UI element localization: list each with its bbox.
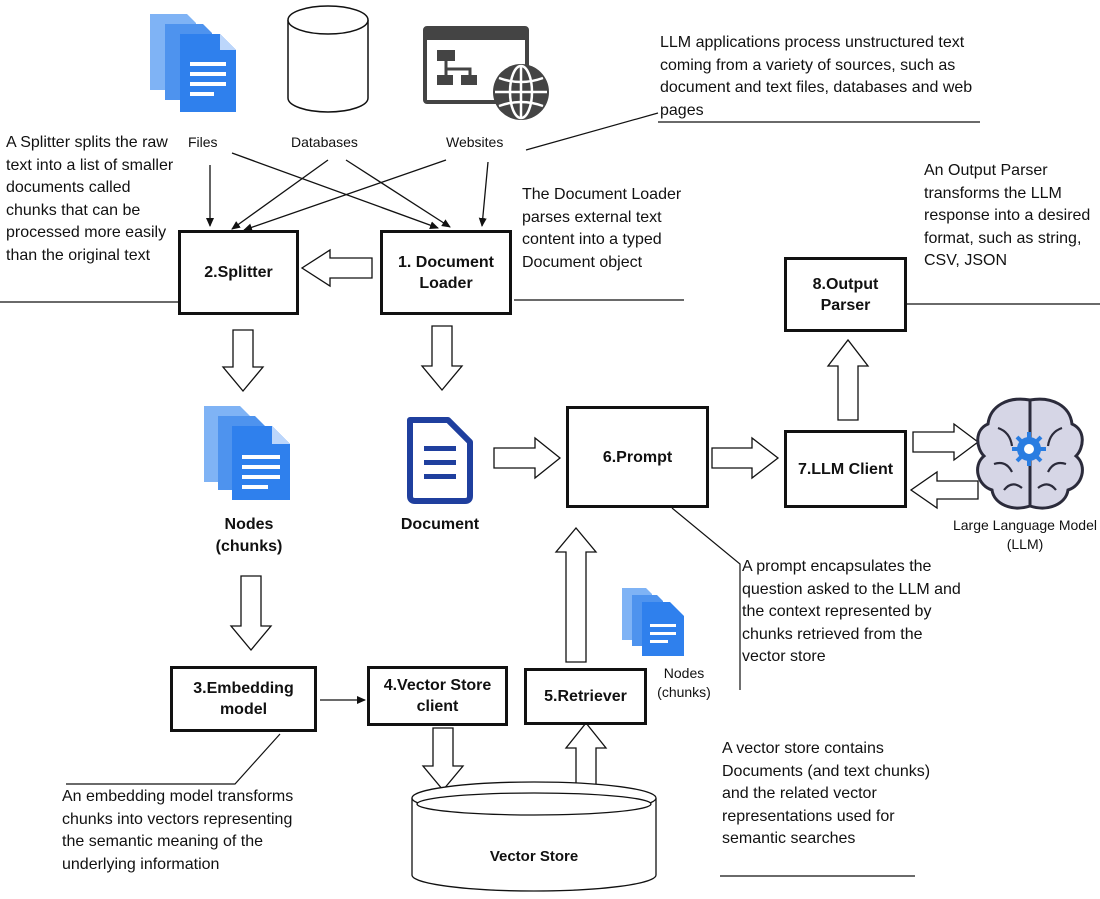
nodes-small-icon bbox=[622, 588, 684, 656]
prompt-box[interactable]: 6.Prompt bbox=[566, 406, 709, 508]
embedding-model-box[interactable]: 3.Embedding model bbox=[170, 666, 317, 732]
output-parser-box[interactable]: 8.Output Parser bbox=[784, 257, 907, 332]
output-parser-note: An Output Parser transforms the LLM resp… bbox=[924, 162, 1091, 269]
nodes-label: Nodes (chunks) bbox=[215, 516, 283, 555]
annotation-lines bbox=[0, 112, 1100, 877]
vector-store-note: A vector store contains Documents (and t… bbox=[722, 740, 931, 847]
loader-note: The Document Loader parses external text… bbox=[522, 186, 682, 271]
source-databases-label: Databases bbox=[291, 134, 358, 150]
document-loader-box[interactable]: 1. Document Loader bbox=[380, 230, 512, 315]
document-icon bbox=[407, 417, 473, 504]
brain-icon bbox=[976, 397, 1084, 510]
vector-store-client-box[interactable]: 4.Vector Store client bbox=[367, 666, 508, 726]
splitter-note: A Splitter splits the raw text into a li… bbox=[6, 134, 174, 264]
vector-store-cylinder bbox=[411, 781, 657, 892]
source-websites-label: Websites bbox=[446, 134, 504, 150]
vector-store-label: Vector Store bbox=[489, 848, 579, 865]
retriever-box[interactable]: 5.Retriever bbox=[524, 668, 647, 725]
llm-label: Large Language Model (LLM) bbox=[952, 517, 1097, 552]
prompt-note: A prompt encapsulates the question asked… bbox=[742, 558, 961, 665]
splitter-box[interactable]: 2.Splitter bbox=[178, 230, 299, 315]
website-icon bbox=[423, 26, 549, 120]
database-icon bbox=[287, 5, 369, 113]
files-icon bbox=[150, 14, 236, 112]
document-label: Document bbox=[400, 516, 480, 533]
sources-note: LLM applications process unstructured te… bbox=[660, 34, 973, 119]
embedding-note: An embedding model transforms chunks int… bbox=[62, 788, 294, 873]
nodes-icon bbox=[204, 406, 290, 500]
nodes-small-label: Nodes (chunks) bbox=[657, 665, 711, 700]
llm-client-box[interactable]: 7.LLM Client bbox=[784, 430, 907, 508]
source-arrows bbox=[206, 152, 489, 704]
block-arrows bbox=[221, 248, 980, 792]
source-files-label: Files bbox=[188, 134, 218, 150]
